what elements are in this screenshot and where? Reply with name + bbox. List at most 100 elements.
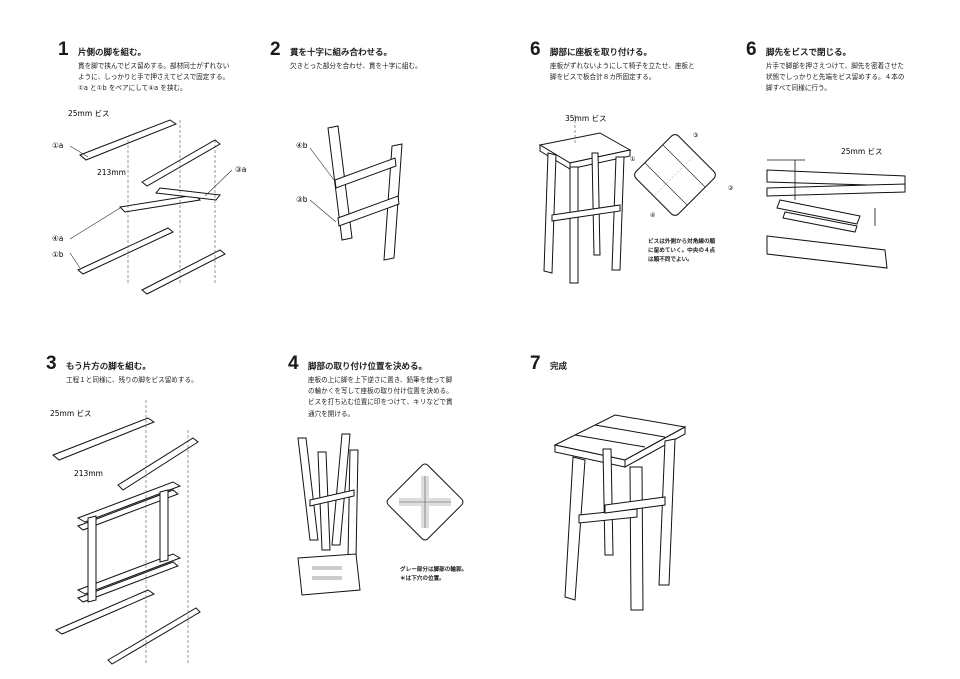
- note-line: に留めていく。中央の４点: [648, 248, 716, 254]
- leg-close-up: [766, 169, 906, 187]
- leg-assembled: [76, 481, 182, 523]
- finished-leg: [629, 466, 644, 611]
- stool-leg: [569, 166, 579, 284]
- screw-35mm-label: 35mm ビス: [565, 114, 607, 123]
- finished-rail: [604, 496, 666, 514]
- step-1-illustration: 25mm ビス ①a 213mm ③a ④a ①b: [52, 109, 246, 295]
- stool-leg: [611, 156, 625, 271]
- step-2-title: 貫を十字に組み合わせる。: [290, 48, 393, 58]
- step-6b-desc-line: 脚すべて同様に行う。: [766, 84, 831, 93]
- step-1-number: 1: [58, 39, 69, 60]
- inverted-leg: [297, 437, 319, 541]
- seat-board: [297, 553, 361, 596]
- step-4-desc-line: ビスを打ち込む位置に印をつけて、キリなどで貫: [308, 398, 453, 407]
- screw-25mm-label: 25mm ビス: [68, 109, 110, 118]
- part-3b-label: ③b: [296, 195, 308, 204]
- finished-leg: [564, 456, 586, 601]
- part-4b-label: ④b: [296, 141, 308, 150]
- step-6a-description: 座板がずれないようにして椅子を立たせ、座板と 脚をビスで板合計８カ所固定する。: [550, 61, 695, 83]
- step-6a-number: 6: [530, 39, 541, 60]
- leg-close-up: [776, 199, 861, 225]
- step-1-desc-line: ①a と①b をペアにして④a を挟む。: [78, 84, 187, 93]
- rail-4a: [118, 194, 202, 213]
- step-1-desc-line: ように、しっかりと手で押さえてビスで固定する。: [78, 73, 230, 82]
- corner-4-label: ④: [650, 212, 655, 219]
- note-line: ＊は下穴の位置。: [400, 576, 445, 582]
- step-6b-title: 脚先をビスで閉じる。: [766, 48, 852, 58]
- step-4-desc-line: の輪かくを写して座板の取り付け位置を決める。: [308, 387, 453, 396]
- step-3-number: 3: [46, 353, 57, 374]
- corner-3-label: ③: [693, 132, 698, 139]
- leg-assembled: [77, 489, 179, 531]
- inverted-leg: [331, 433, 351, 546]
- rail-4b: [334, 157, 397, 189]
- leg-close-up: [766, 183, 906, 197]
- rail-3a: [155, 187, 221, 201]
- inverted-rail: [309, 489, 355, 507]
- step-6a-desc-line: 脚をビスで板合計８カ所固定する。: [550, 73, 656, 82]
- step-3-illustration: 25mm ビス 213mm: [50, 400, 201, 665]
- rail-1b: [77, 227, 174, 275]
- step-2-desc-line: 欠きとった部分を合わせ、貫を十字に組む。: [290, 62, 422, 70]
- leg-assembled: [87, 515, 97, 603]
- stool-leg: [543, 152, 557, 274]
- finished-leg: [602, 448, 614, 556]
- rail-bottom: [54, 589, 156, 635]
- step-3-description: 工程１と同様に、残りの脚をビス留めする。: [66, 375, 198, 386]
- part-1a-label: ①a: [52, 141, 63, 150]
- step-2-description: 欠きとった部分を合わせ、貫を十字に組む。: [290, 61, 422, 72]
- step-1-title: 片側の脚を組む。: [78, 48, 147, 58]
- step-7-title: 完成: [550, 362, 568, 372]
- step-4-illustration: [297, 433, 464, 596]
- length-213mm-label: 213mm: [97, 168, 126, 177]
- rail-1a-right: [141, 139, 221, 187]
- part-1b-label: ①b: [52, 250, 64, 259]
- step-6a-note: ビスは外側から対角線の順 に留めていく。中央の４点 は順不同でよい。: [648, 238, 715, 265]
- leg-close-up: [782, 211, 858, 233]
- leg-assembled: [159, 489, 169, 563]
- step-6b-illustration: 25mm ビス: [766, 147, 906, 269]
- note-line: は順不同でよい。: [648, 257, 693, 263]
- step-6a-illustration: 35mm ビス ① ③ ② ④: [538, 114, 734, 284]
- step-6a-title: 脚部に座板を取り付ける。: [550, 48, 653, 58]
- screw-25mm-label-3: 25mm ビス: [50, 409, 92, 418]
- step-4-desc-line: 通穴を開ける。: [308, 409, 355, 418]
- note-line: グレー部分は脚部の輪郭。: [400, 567, 468, 573]
- step-3-desc-line: 工程１と同様に、残りの脚をビス留めする。: [66, 376, 198, 384]
- rail-top-right: [117, 437, 199, 491]
- rail-1b-right: [141, 249, 226, 295]
- stool-rail: [551, 204, 621, 222]
- step-4-description: 座板の上に脚を上下逆さに置き、鉛筆を使って脚 の輪かくを写して座板の取り付け位置…: [308, 375, 453, 420]
- stool-leg: [591, 152, 601, 256]
- step-6a-desc-line: 座板がずれないようにして椅子を立たせ、座板と: [550, 62, 695, 70]
- part-3a-label: ③a: [235, 165, 246, 174]
- screw-25mm-label-6b: 25mm ビス: [841, 147, 883, 156]
- step-4-desc-line: 座板の上に脚を上下逆さに置き、鉛筆を使って脚: [308, 376, 453, 384]
- step-4-note: グレー部分は脚部の輪郭。 ＊は下穴の位置。: [400, 566, 467, 584]
- step-2-number: 2: [270, 39, 281, 60]
- part-4a-label: ④a: [52, 234, 63, 243]
- finished-leg: [658, 438, 676, 586]
- step-2-illustration: ④b ③b: [296, 125, 403, 261]
- corner-1-label: ①: [630, 156, 635, 163]
- step-6b-number: 6: [746, 39, 757, 60]
- step-6b-description: 片手で脚部を押さえつけて、脚先を密着させた 状態でしっかりと先端をビス留めする。…: [766, 61, 904, 95]
- length-213mm-label-3: 213mm: [74, 469, 103, 478]
- step-4-title: 脚部の取り付け位置を決める。: [308, 362, 428, 372]
- leg-assembled: [76, 553, 182, 595]
- step-3-title: もう片方の脚を組む。: [66, 362, 151, 372]
- finished-seat-side: [624, 426, 686, 468]
- step-1-description: 貫を脚で挟んでビス留めする。部材同士がずれない ように、しっかりと手で押さえてビ…: [78, 61, 229, 95]
- inverted-leg: [347, 449, 359, 559]
- step-6b-desc-line: 状態でしっかりと先端をビス留めする。４本の: [766, 73, 905, 82]
- floor-board: [766, 235, 888, 269]
- note-line: ビスは外側から対角線の順: [648, 239, 716, 245]
- leg-assembled: [77, 561, 179, 603]
- rail-top: [52, 417, 156, 461]
- rail-bottom-right: [107, 607, 201, 665]
- step-7-illustration: [553, 414, 687, 611]
- step-1-desc-line: 貫を脚で挟んでビス留めする。部材同士がずれない: [78, 62, 230, 70]
- corner-2-label: ②: [728, 185, 734, 192]
- rail-3b: [337, 195, 400, 227]
- step-4-number: 4: [288, 353, 299, 374]
